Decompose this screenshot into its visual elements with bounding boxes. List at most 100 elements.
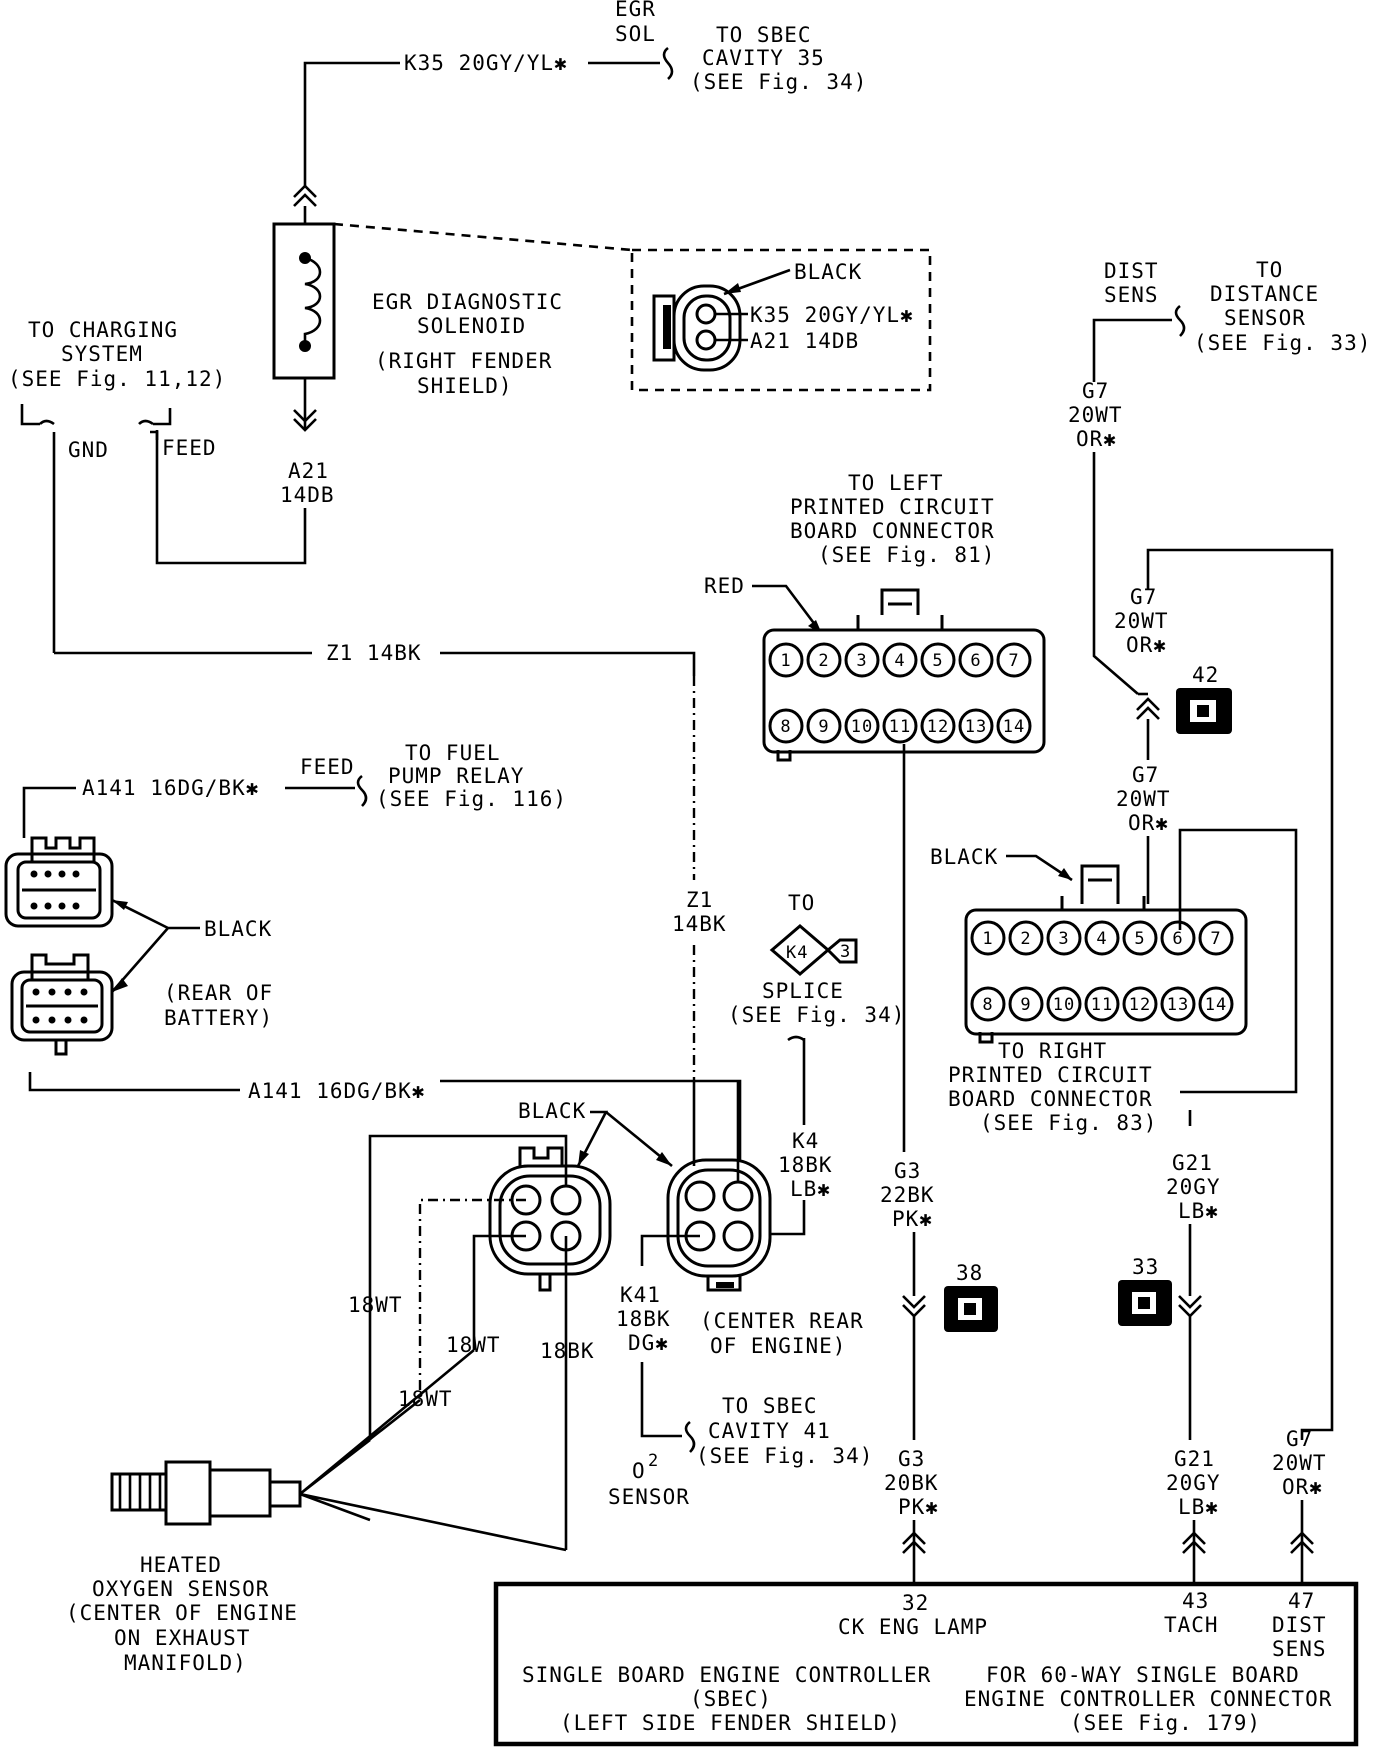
g21-a-label-2: 20GY (1166, 1175, 1221, 1199)
charging-bracket-left (20, 404, 40, 426)
g3-section: G3 22BK PK✱ 38 G3 20BK PK✱ (880, 744, 998, 1584)
right-pcb-label-3: BOARD CONNECTOR (948, 1087, 1153, 1111)
left-pcb-label-2: PRINTED CIRCUIT (790, 495, 995, 519)
heated-label-4: ON EXHAUST (114, 1626, 250, 1650)
battery-location-1: (REAR OF (164, 981, 273, 1005)
left-pcb-latch (880, 588, 920, 615)
splice-diamond-icon (769, 924, 831, 976)
k4-label-3: LB✱ (790, 1177, 831, 1201)
left-pcb-color: RED (704, 574, 745, 598)
pcb-pin-icon (970, 920, 1006, 956)
pcb-pin-label: 4 (1096, 929, 1107, 949)
k41-label-1: K41 (620, 1283, 661, 1307)
g3-a-label-2: 22BK (880, 1183, 935, 1207)
heated-label-2: OXYGEN SENSOR (92, 1577, 269, 1601)
heated-label-3: (CENTER OF ENGINE (66, 1601, 298, 1625)
battery-location-2: BATTERY) (164, 1006, 273, 1030)
battery-connector-color: BLACK (204, 917, 272, 941)
heated-oxygen-sensor-icon (110, 1460, 302, 1526)
egr-connector-color: BLACK (794, 260, 862, 284)
pcb-pin-icon (1084, 920, 1120, 956)
g7-b-label-2: 20WT (1114, 609, 1169, 633)
g7-sbec-connector-icon (1290, 1531, 1314, 1554)
pcb-pin-icon (958, 708, 994, 744)
g3-b-label-1: G3 (898, 1447, 925, 1471)
g21-connector-icon (1178, 1295, 1202, 1318)
box-38-label: 38 (956, 1261, 983, 1285)
g21-a-label-3: LB✱ (1178, 1199, 1219, 1223)
pcb-pin-icon (970, 986, 1006, 1022)
k41-break-icon (684, 1420, 696, 1453)
o2-wire-18wt-c-label: 18WT (446, 1333, 501, 1357)
o2-sbec-label-3: (SEE Fig. 34) (696, 1444, 873, 1468)
sbec-conn-2: ENGINE CONTROLLER CONNECTOR (964, 1687, 1332, 1711)
g7-b-label-1: G7 (1130, 585, 1157, 609)
o2-sensor-sup: 2 (648, 1451, 659, 1471)
pcb-pin-label: 10 (1053, 995, 1075, 1015)
g21-b-label-1: G21 (1174, 1447, 1215, 1471)
g21-a-label-1: G21 (1172, 1151, 1213, 1175)
fuel-section: A141 16DG/BK✱ FEED TO FUEL PUMP RELAY (S… (4, 741, 742, 1172)
g7-c-label-3: OR✱ (1128, 811, 1169, 835)
a21-feed-wire (155, 430, 307, 565)
right-pcb-color: BLACK (930, 845, 998, 869)
pcb-pin-icon (920, 708, 956, 744)
splice-label-2: (SEE Fig. 34) (728, 1003, 905, 1027)
splice-break-icon (787, 1035, 805, 1042)
g7-b-label-3: OR✱ (1126, 633, 1167, 657)
pcb-pin-label: 13 (1167, 995, 1189, 1015)
a141-wire-upper-left (22, 786, 76, 838)
o2-connector-left (488, 1146, 612, 1292)
charging-label-2: SYSTEM (61, 342, 143, 366)
sbec-name-3: (LEFT SIDE FENDER SHIELD) (560, 1711, 901, 1735)
egr-connector-pin-leads (715, 312, 748, 342)
pcb-pin-label: 5 (932, 651, 943, 671)
k4-label-1: K4 (792, 1129, 819, 1153)
pcb-pin-label: 8 (982, 995, 993, 1015)
a141-lower-label: A141 16DG/BK✱ (248, 1079, 425, 1103)
splice-code: K4 (786, 943, 808, 963)
a21-label-2: 14DB (280, 483, 335, 507)
charging-break-icon (39, 408, 172, 426)
sbec-box (493, 1581, 1359, 1747)
z1-vertical-label-1: Z1 (686, 888, 713, 912)
egr-solenoid-label-3: (RIGHT FENDER (375, 349, 552, 373)
dist-sens-label-2: SENS (1104, 283, 1159, 307)
dist-sens-wire (1092, 318, 1172, 382)
g21-wire-upper (1178, 828, 1298, 1094)
right-pcb-latch (1080, 864, 1120, 904)
o2-connector-right (666, 1158, 772, 1292)
dist-sens-label-1: DIST (1104, 259, 1159, 283)
heated-label-5: MANIFOLD) (124, 1651, 247, 1675)
sbec-dist-1: DIST (1272, 1613, 1327, 1637)
battery-black-pointers (111, 898, 200, 993)
charging-label-3: (SEE Fig. 11,12) (8, 367, 226, 391)
splice-to-label: TO (788, 891, 815, 915)
pcb-pin-icon (920, 642, 956, 678)
pcb-pin-icon (1122, 920, 1158, 956)
fuel-relay-label-2: PUMP RELAY (388, 764, 524, 788)
sbec-section: 32 CK ENG LAMP 43 TACH 47 DIST SENS SING… (493, 1581, 1359, 1747)
a21-label-1: A21 (288, 459, 329, 483)
component-33-icon-center (1138, 1297, 1150, 1309)
gnd-label: GND (68, 438, 109, 462)
egr-connector-latch-icon (663, 305, 671, 349)
k41-label-2: 18BK (616, 1307, 671, 1331)
egr-solenoid-label-1: EGR DIAGNOSTIC (372, 290, 563, 314)
pcb-pin-label: 5 (1134, 929, 1145, 949)
sbec-conn-1: FOR 60-WAY SINGLE BOARD (986, 1663, 1300, 1687)
dist-to-label-1: TO (1256, 258, 1283, 282)
egr-sbec-label-1: TO SBEC (716, 23, 812, 47)
pcb-pin-label: 14 (1003, 717, 1025, 737)
k35-wire-left (303, 61, 400, 160)
g7-a-label-2: 20WT (1068, 403, 1123, 427)
g7-d-label-3: OR✱ (1282, 1475, 1323, 1499)
g7-c-label-1: G7 (1132, 763, 1159, 787)
g7-connector-icon (1136, 697, 1160, 720)
pcb-pin-label: 11 (1091, 995, 1113, 1015)
z1-vertical-label-2: 14BK (672, 912, 727, 936)
